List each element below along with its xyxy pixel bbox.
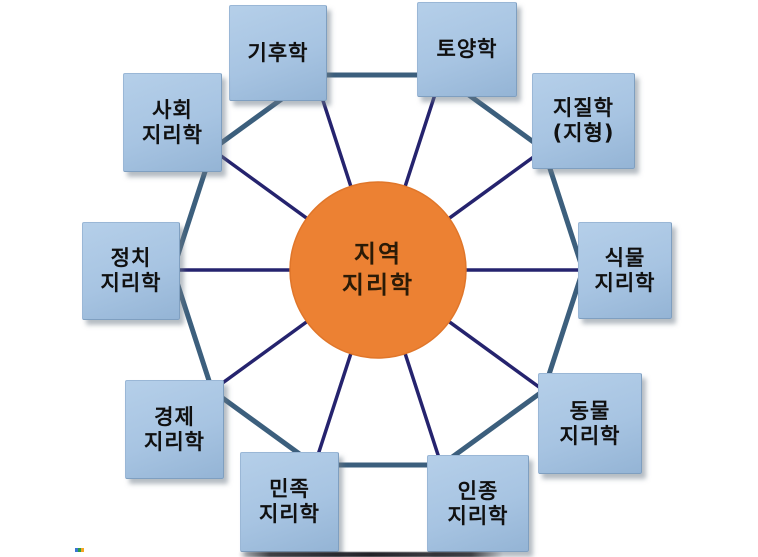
node-climatology: 기후학	[229, 5, 327, 101]
node-social-geography: 사회 지리학	[123, 73, 222, 172]
node-ethnic-geography: 민족 지리학	[240, 452, 339, 552]
node-label: 기후학	[247, 40, 309, 65]
node-label: 지리학	[100, 271, 162, 295]
pixel-artifact	[75, 548, 84, 552]
node-label: 경제	[154, 404, 195, 429]
node-label: 인종	[457, 478, 499, 503]
node-label: 지리학	[559, 423, 621, 448]
pixel-artifact-yellow	[81, 548, 84, 552]
node-race-geography: 인종 지리학	[427, 455, 529, 552]
node-animal-geography: 동물 지리학	[538, 373, 642, 474]
node-label: 지리학	[594, 270, 656, 295]
node-label: 지리학	[259, 502, 320, 526]
node-plant-geography: 식물 지리학	[578, 222, 672, 319]
pixel-artifact-green	[78, 548, 81, 552]
hub-circle	[289, 181, 467, 359]
node-label: 토양학	[436, 37, 498, 62]
node-label: 사회	[152, 97, 193, 122]
node-geology-landforms: 지질학 (지형)	[532, 73, 635, 169]
bottom-crop-line	[238, 552, 503, 557]
node-label: 민족	[269, 477, 310, 502]
node-label: 동물	[569, 398, 611, 423]
node-label: 식물	[604, 245, 646, 270]
node-economic-geography: 경제 지리학	[125, 380, 224, 479]
node-label: 지리학	[447, 503, 509, 528]
node-label: 지리학	[142, 122, 203, 147]
pixel-artifact-blue	[75, 548, 78, 552]
node-label: 정치	[110, 246, 152, 271]
node-label: 지질학	[553, 96, 614, 121]
node-political-geography: 정치 지리학	[82, 222, 180, 320]
node-soil-science: 토양학	[417, 2, 517, 97]
node-label: (지형)	[552, 121, 615, 145]
node-label: 지리학	[144, 429, 205, 454]
